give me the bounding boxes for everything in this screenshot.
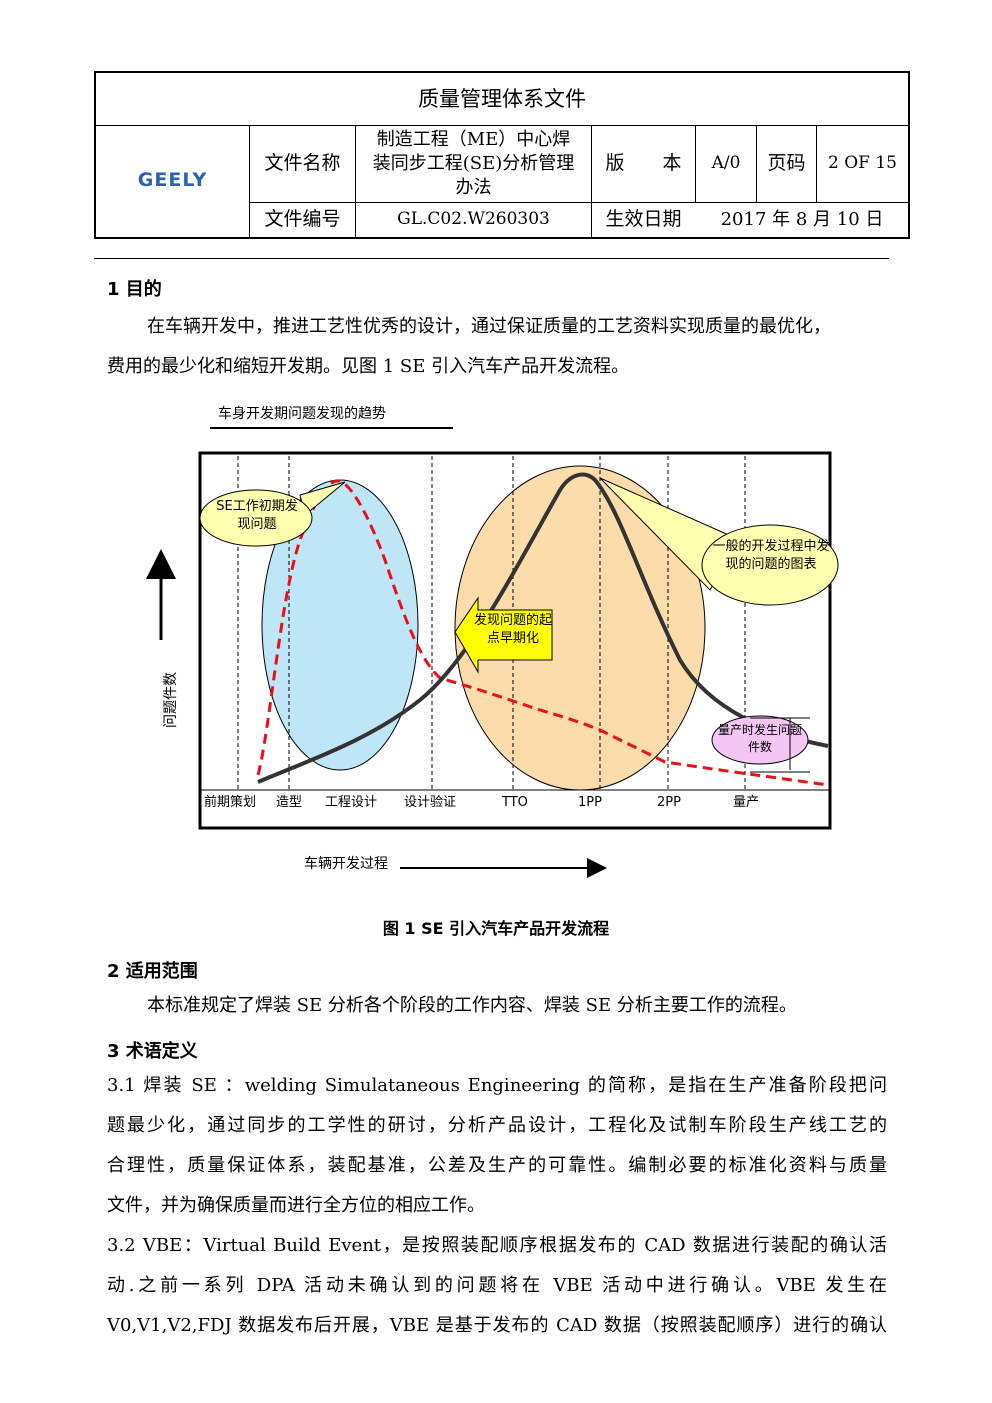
paragraph-line: 3.1 焊装 SE ：welding Simulataneous Enginee… [107, 1075, 887, 1096]
file-name-label: 文件名称 [264, 152, 341, 175]
file-name-value: 制造工程（ME）中心焊 装同步工程(SE)分析管理 办法 [356, 126, 591, 202]
x-tick-label: TTO [501, 795, 528, 810]
paragraph-line: 题最少化，通过同步的工学性的研讨，分析产品设计，工程化及试制车阶段生产线工艺的 [107, 1115, 887, 1136]
file-name-line: 制造工程（ME）中心焊 [376, 129, 571, 150]
file-name-line: 装同步工程(SE)分析管理 [372, 153, 575, 174]
x-tick-labels: 前期策划 造型 工程设计 设计验证 TTO 1PP 2PP 量产 [204, 794, 759, 810]
version-value: A/0 [711, 153, 741, 174]
figure-top-label: 车身开发期问题发现的趋势 [218, 405, 386, 422]
paragraph-line: 本标准规定了焊装 SE 分析各个阶段的工作内容、焊装 SE 分析主要工作的流程。 [147, 995, 797, 1016]
trend-chart: 车身开发期问题发现的趋势 问题件数 车辆开发过程 SE工作初期发现问题 一般的开… [146, 405, 839, 878]
page-value: 2 OF 15 [828, 153, 897, 174]
general-callout-text: 一般的开发过程中发现的问题的图表 [712, 539, 830, 572]
section-3-heading: 3 术语定义 [107, 1041, 198, 1062]
paragraph-line: 在车辆开发中，推进工艺性优秀的设计，通过保证质量的工艺资料实现质量的最优化， [147, 316, 831, 337]
x-tick-label: 量产 [733, 795, 759, 810]
table-divider [695, 125, 696, 202]
document-header-table: 质量管理体系文件 GEELY 文件名称 制造工程（ME）中心焊 装同步工程(SE… [94, 71, 910, 239]
document-title: 质量管理体系文件 [418, 86, 586, 111]
arrow-text: 发现问题的起点早期化 [473, 613, 552, 646]
figure-caption: 图 1 SE 引入汽车产品开发流程 [382, 919, 610, 938]
x-tick-label: 前期策划 [204, 794, 256, 810]
section-2-paragraph: 本标准规定了焊装 SE 分析各个阶段的工作内容、焊装 SE 分析主要工作的流程。 [107, 986, 887, 1026]
definition-3-2: 3.2 VBE：Virtual Build Event，是按照装配顺序根据发布的… [107, 1226, 887, 1346]
effective-date-value: 2017 年 8 月 10 日 [720, 208, 884, 230]
x-axis-label: 车辆开发过程 [304, 855, 388, 872]
effective-date-label: 生效日期 [605, 208, 682, 231]
table-divider [591, 125, 592, 237]
paragraph-line: V0,V1,V2,FDJ 数据发布后开展，VBE 是基于发布的 CAD 数据（按… [107, 1315, 887, 1336]
section-2-heading: 2 适用范围 [107, 961, 198, 982]
x-tick-label: 设计验证 [404, 794, 456, 810]
table-divider [355, 125, 356, 237]
y-axis-label: 问题件数 [163, 672, 179, 728]
header-rule [94, 258, 889, 259]
se-process-figure: 车身开发期问题发现的趋势 问题件数 车辆开发过程 SE工作初期发现问题 一般的开… [0, 380, 992, 900]
table-divider [249, 125, 250, 237]
mass-callout-text-box: 量产时发生问题件数 [718, 723, 802, 754]
paragraph-line: 3.2 VBE：Virtual Build Event，是按照装配顺序根据发布的… [107, 1235, 887, 1256]
early-detection-arrow [454, 596, 553, 674]
se-callout-text: SE工作初期发现问题 [216, 499, 298, 532]
se-callout-text-box: SE工作初期发现问题 [216, 499, 298, 532]
paragraph-line: 动.之前一系列 DPA 活动未确认到的问题将在 VBE 活动中进行确认。VBE … [107, 1275, 887, 1296]
x-tick-label: 造型 [276, 795, 302, 810]
se-curve [256, 479, 829, 787]
paragraph-line: 文件，并为确保质量而进行全方位的相应工作。 [107, 1195, 485, 1216]
definition-3-1: 3.1 焊装 SE ：welding Simulataneous Enginee… [107, 1066, 887, 1226]
section-1-heading: 1 目的 [107, 279, 162, 300]
table-divider [756, 125, 757, 202]
file-number-label: 文件编号 [264, 208, 341, 231]
table-divider [96, 125, 908, 126]
table-divider [816, 125, 817, 202]
mass-production-callout [711, 715, 809, 765]
x-tick-label: 工程设计 [325, 795, 377, 810]
file-number-value: GL.C02.W260303 [397, 209, 550, 230]
paragraph-line: 合理性，质量保证体系，装配基准，公差及生产的可靠性。编制必要的标准化资料与质量 [107, 1155, 887, 1176]
geely-logo: GEELY [137, 169, 208, 192]
x-tick-label: 2PP [657, 795, 681, 810]
x-tick-label: 1PP [578, 795, 602, 810]
table-divider [249, 202, 908, 203]
general-callout-text-box: 一般的开发过程中发现的问题的图表 [712, 539, 830, 572]
general-curve [257, 472, 829, 784]
page-label: 页码 [767, 152, 806, 175]
paragraph-line: 费用的最少化和缩短开发期。见图 1 SE 引入汽车产品开发流程。 [107, 356, 630, 377]
mass-callout-text: 量产时发生问题件数 [718, 723, 802, 754]
section-1-paragraph: 在车辆开发中，推进工艺性优秀的设计，通过保证质量的工艺资料实现质量的最优化， 费… [107, 307, 887, 387]
file-name-line: 办法 [455, 177, 492, 198]
se-callout-bubble [199, 489, 313, 547]
arrow-text-box: 发现问题的起点早期化 [473, 613, 552, 646]
version-label: 版 本 [605, 152, 682, 175]
general-callout-bubble [701, 524, 839, 606]
